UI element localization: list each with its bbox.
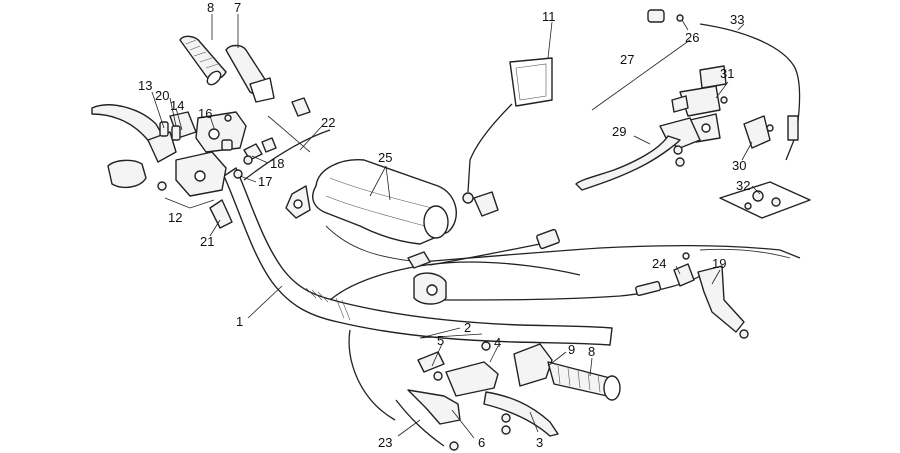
small-cable (267, 115, 311, 153)
callout-23: 19 (712, 256, 726, 271)
callout-4: 4 (494, 335, 501, 350)
callout-31: 31 (720, 66, 734, 81)
front-brake-lever (483, 391, 559, 437)
screw-31 (720, 96, 728, 104)
screw-small (766, 124, 774, 132)
callout-5: 5 (437, 333, 444, 348)
grip-end (206, 70, 222, 86)
bar-clamp-hole (293, 199, 303, 209)
small-clamp (407, 251, 431, 269)
cable-end-nipple (449, 441, 459, 451)
speedo-cable (243, 129, 331, 181)
bolt-small (481, 341, 491, 351)
callout-22: 23 (378, 435, 392, 450)
clamp-31-hole (701, 123, 711, 133)
leader-lines (151, 14, 761, 439)
callout-17: 17 (258, 174, 272, 189)
switch-wire (429, 243, 541, 266)
cable-washer (676, 14, 684, 22)
brake-pivot-bolt (501, 425, 511, 435)
cable-end (699, 248, 791, 259)
callout-13: 13 (138, 78, 152, 93)
callout-9: 9 (568, 342, 575, 357)
callout-14: 14 (170, 98, 184, 113)
callout-33: 33 (730, 12, 744, 27)
callout-32: 32 (736, 178, 750, 193)
adjuster-screw (417, 351, 445, 373)
clamp-hole (426, 284, 438, 296)
pivot-nut (675, 157, 685, 167)
lever-clamp (743, 115, 771, 149)
callout-29: 26 (685, 30, 699, 45)
mirror-nut (462, 192, 474, 204)
callout-7: 7 (234, 0, 241, 15)
mirror-mount (473, 191, 499, 217)
callout-12: 12 (168, 210, 182, 225)
rear-brake-arm (697, 265, 745, 333)
cable-clamp-24 (673, 263, 695, 287)
cable-boot (291, 97, 311, 117)
callout-18: 18 (270, 156, 284, 171)
handlebar-tube (223, 167, 613, 346)
left-switch-upper (195, 111, 247, 153)
mirror-stem (467, 103, 513, 193)
callout-11: 11 (542, 9, 556, 24)
callout-24: 24 (652, 256, 666, 271)
throttle-cable-22 (395, 399, 445, 447)
gasket-hole-3 (744, 202, 752, 210)
callout-19: 20 (155, 88, 169, 103)
bolt-31 (671, 95, 689, 113)
small-bolt-24 (682, 252, 690, 260)
callout-30: 30 (732, 158, 746, 173)
callout-16: 16 (198, 106, 212, 121)
switch-screw-lower (194, 170, 206, 182)
wire-connector (536, 228, 560, 250)
cable-routing (329, 261, 581, 301)
throttle-housing (513, 343, 553, 387)
right-grip-end (603, 375, 621, 401)
rear-brake-lever (575, 135, 681, 191)
callout-21: 22 (321, 115, 335, 130)
callout-27: 29 (612, 124, 626, 139)
callout-25: 25 (378, 150, 392, 165)
callout-1: 1 (236, 314, 243, 329)
throttle-sleeve (249, 77, 275, 103)
gasket-hole-2 (771, 197, 781, 207)
clutch-cable (348, 329, 396, 421)
dimmer-switch (107, 159, 147, 189)
leader-26-line (591, 39, 691, 111)
throttle-cable-holder (407, 389, 461, 425)
cable-adjuster (635, 280, 662, 297)
mirror-head (509, 57, 553, 107)
brake-lever-mount (445, 361, 499, 397)
callout-2: 2 (464, 320, 471, 335)
brake-pivot-nut (501, 413, 511, 423)
left-grip-cap (209, 199, 233, 229)
callout-26: 27 (620, 52, 634, 67)
switch-screw (208, 128, 220, 140)
handlebar-pad (312, 159, 457, 245)
wire-loop (325, 225, 421, 263)
cable-tail (785, 139, 795, 161)
cable-ferrule (787, 115, 799, 141)
cable-clip (261, 137, 277, 153)
throttle-cable-upper (419, 244, 801, 263)
rear-brake-cable (699, 23, 801, 137)
cable-nut-29 (647, 9, 665, 23)
gasket (719, 181, 811, 219)
pivot-bolt (673, 145, 683, 155)
arm-bolt (739, 329, 749, 339)
adjuster-nut (433, 371, 443, 381)
callout-8-bottom: 8 (588, 344, 595, 359)
callout-3: 3 (536, 435, 543, 450)
callout-labels: 8 7 11 33 26 27 31 29 30 32 13 20 14 16 … (138, 0, 750, 450)
gasket-hole-1 (752, 190, 764, 202)
pad-end (423, 205, 449, 239)
callout-20: 21 (200, 234, 214, 249)
callout-6: 6 (478, 435, 485, 450)
callout-8-top: 8 (207, 0, 214, 15)
